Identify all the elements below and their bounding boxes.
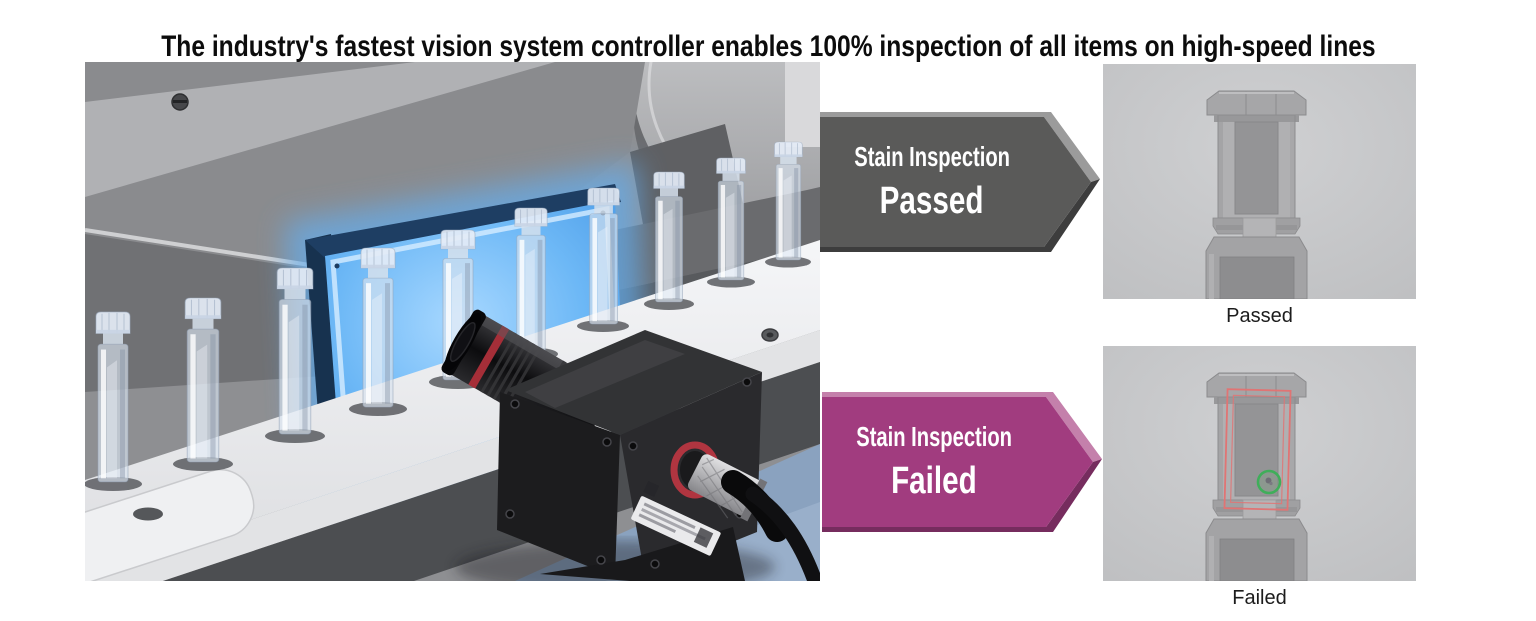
production-line-scene [85,62,820,581]
inspection-result-passed: Passed [1103,64,1416,328]
inspection-region-box [1223,388,1292,511]
inspection-result-failed: Failed [1103,346,1416,610]
vision-camera [441,309,820,581]
banner-failed-line2: Failed [891,460,977,502]
background-fixture [785,62,820,147]
banner-failed-line1: Stain Inspection [856,421,1012,452]
result-caption-passed: Passed [1226,305,1293,327]
production-line-photo [85,62,820,581]
camera-body [497,330,762,581]
banner-passed-line2: Passed [880,180,984,222]
page-title: The industry's fastest vision system con… [160,30,1376,64]
stain-inspection-failed-banner: Stain Inspection Failed [822,392,1102,532]
inspection-image-failed [1103,346,1416,581]
arrow-right-icon [820,112,1100,252]
result-caption-failed: Failed [1232,587,1287,609]
camera-cable-connector [670,441,820,581]
inspection-image-passed [1103,64,1416,299]
stain-inspection-passed-banner: Stain Inspection Passed [820,112,1100,252]
arrow-right-icon [822,392,1102,532]
banner-passed-line1: Stain Inspection [854,141,1010,172]
defect-marker [1256,469,1282,495]
camera-label [631,480,721,556]
